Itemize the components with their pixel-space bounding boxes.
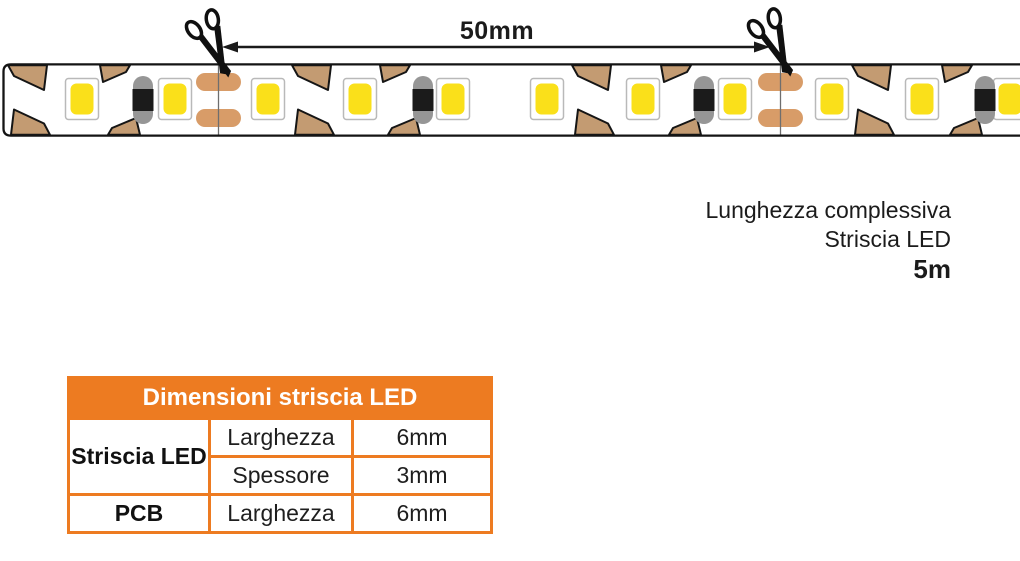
dimensions-table: Dimensioni striscia LED Striscia LED Lar… <box>66 376 494 534</box>
backing-wedge <box>854 108 895 136</box>
overall-length-line2: Striscia LED <box>824 226 951 252</box>
backing-wedge <box>574 108 615 136</box>
row-group-striscia-led: Striscia LED <box>67 417 211 496</box>
led-die <box>256 83 280 115</box>
backing-wedge <box>668 117 702 136</box>
backing-wedge <box>7 64 48 91</box>
resistor-body <box>132 89 154 111</box>
led-die <box>163 83 187 115</box>
led-die <box>631 83 655 115</box>
table-title: Dimensioni striscia LED <box>66 376 494 420</box>
backing-wedge <box>941 64 973 83</box>
backing-wedge <box>949 117 983 136</box>
led-strip-diagram <box>2 3 1020 137</box>
value-cell: 3mm <box>350 455 494 496</box>
resistor-body <box>974 89 996 111</box>
led-die <box>820 83 844 115</box>
led-die <box>348 83 372 115</box>
resistor-body <box>693 89 715 111</box>
backing-wedge <box>10 108 51 136</box>
table-row: Spessore 3mm <box>69 455 494 496</box>
led-die <box>70 83 94 115</box>
led-die <box>723 83 747 115</box>
led-die <box>441 83 465 115</box>
led-die <box>535 83 559 115</box>
backing-wedge <box>379 64 411 83</box>
backing-wedge <box>294 108 335 136</box>
property-cell: Larghezza <box>208 493 354 534</box>
value-cell: 6mm <box>350 493 494 534</box>
table-header-row: Dimensioni striscia LED <box>66 376 494 420</box>
resistor-body <box>412 89 434 111</box>
backing-wedge <box>571 64 612 91</box>
value-cell: 6mm <box>350 417 494 458</box>
property-cell: Larghezza <box>208 417 354 458</box>
backing-wedge <box>387 117 421 136</box>
dimension-arrow <box>222 41 770 53</box>
led-die <box>998 83 1020 115</box>
overall-length-line1: Lunghezza complessiva <box>705 197 951 223</box>
backing-wedge <box>107 117 141 136</box>
led-die <box>910 83 934 115</box>
backing-wedge <box>99 64 131 83</box>
backing-wedge <box>291 64 332 91</box>
table-row: PCB Larghezza 6mm <box>67 493 494 534</box>
table-row: Striscia LED Larghezza 6mm <box>67 417 494 496</box>
overall-length-value: 5m <box>913 254 951 284</box>
property-cell: Spessore <box>208 455 354 496</box>
dimension-label: 50mm <box>459 17 535 45</box>
backing-wedge <box>660 64 692 83</box>
row-group-pcb: PCB <box>67 493 211 534</box>
overall-length-text: Lunghezza complessiva Striscia LED 5m <box>706 196 951 285</box>
backing-wedge <box>851 64 892 91</box>
